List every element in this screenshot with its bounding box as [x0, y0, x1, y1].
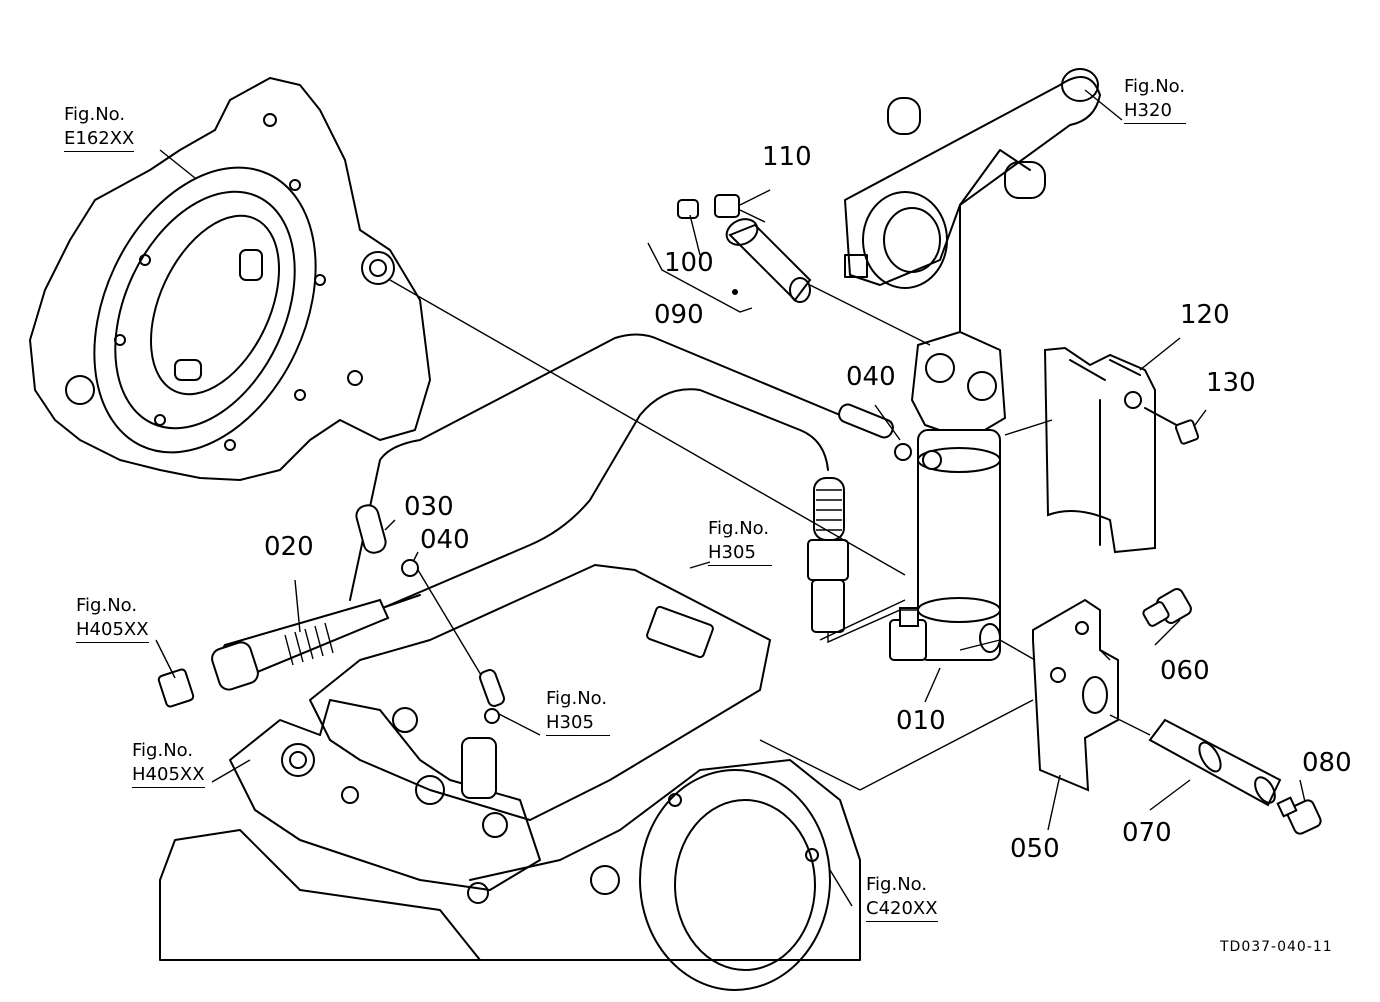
fig-ref-number: H320: [1124, 102, 1186, 124]
fig-ref-h305-lower[interactable]: Fig.No. H305: [546, 690, 610, 736]
fig-ref-h305-upper[interactable]: Fig.No. H305: [708, 520, 772, 566]
part-number-080[interactable]: 080: [1302, 748, 1352, 778]
part-number-110[interactable]: 110: [762, 142, 812, 172]
leader-lines: [155, 89, 1306, 907]
part-number-050[interactable]: 050: [1010, 834, 1060, 864]
part-number-130[interactable]: 130: [1206, 368, 1256, 398]
lift-arm-h320: [844, 68, 1101, 341]
fig-ref-h405xx-upper[interactable]: Fig.No. H405XX: [76, 597, 149, 643]
part-number-010[interactable]: 010: [896, 706, 946, 736]
fig-ref-number: H305: [708, 544, 772, 566]
part-number-020[interactable]: 020: [264, 532, 314, 562]
transmission-housing-e162: [29, 77, 431, 481]
part-number-100[interactable]: 100: [664, 248, 714, 278]
fig-ref-caption: Fig.No.: [64, 104, 126, 125]
fig-ref-number: H405XX: [132, 766, 205, 788]
fig-ref-h405xx-lower[interactable]: Fig.No. H405XX: [132, 742, 205, 788]
control-valve-block: [159, 564, 861, 991]
part-number-090[interactable]: 090: [654, 300, 704, 330]
part-number-040-lower[interactable]: 040: [420, 525, 470, 555]
fig-ref-h320[interactable]: Fig.No. H320: [1124, 78, 1186, 124]
fig-ref-c420xx[interactable]: Fig.No. C420XX: [866, 876, 938, 922]
part-number-060[interactable]: 060: [1160, 656, 1210, 686]
fig-ref-caption: Fig.No.: [546, 688, 608, 709]
bolt-080: [1276, 796, 1322, 835]
hose-flex: [807, 477, 918, 644]
pin-070: [1109, 714, 1282, 807]
fig-ref-caption: Fig.No.: [866, 874, 928, 895]
part-number-070[interactable]: 070: [1122, 818, 1172, 848]
fig-ref-caption: Fig.No.: [1124, 76, 1186, 97]
pin-090-assembly: [647, 194, 931, 346]
fig-ref-caption: Fig.No.: [76, 595, 138, 616]
part-number-030[interactable]: 030: [404, 492, 454, 522]
fig-ref-e162xx[interactable]: Fig.No. E162XX: [64, 104, 135, 152]
fig-ref-caption: Fig.No.: [708, 518, 770, 539]
hose-020: [157, 594, 421, 708]
lift-cylinder-010: [889, 330, 1007, 661]
hydraulic-pipes: [349, 333, 894, 608]
fig-ref-caption: Fig.No.: [132, 740, 194, 761]
cover-plate-120: [1043, 346, 1156, 554]
part-number-120[interactable]: 120: [1180, 300, 1230, 330]
o-rings-040: [401, 443, 942, 724]
fig-ref-number: E162XX: [64, 130, 135, 152]
bracket-050: [1032, 598, 1119, 792]
fitting-060: [1142, 588, 1192, 627]
part-number-040-upper[interactable]: 040: [846, 362, 896, 392]
fig-ref-number: H405XX: [76, 621, 149, 643]
fig-ref-number: C420XX: [866, 900, 938, 922]
drawing-code: TD037-040-11: [1220, 939, 1333, 955]
fig-ref-number: H305: [546, 714, 610, 736]
bolt-130: [1144, 407, 1200, 445]
